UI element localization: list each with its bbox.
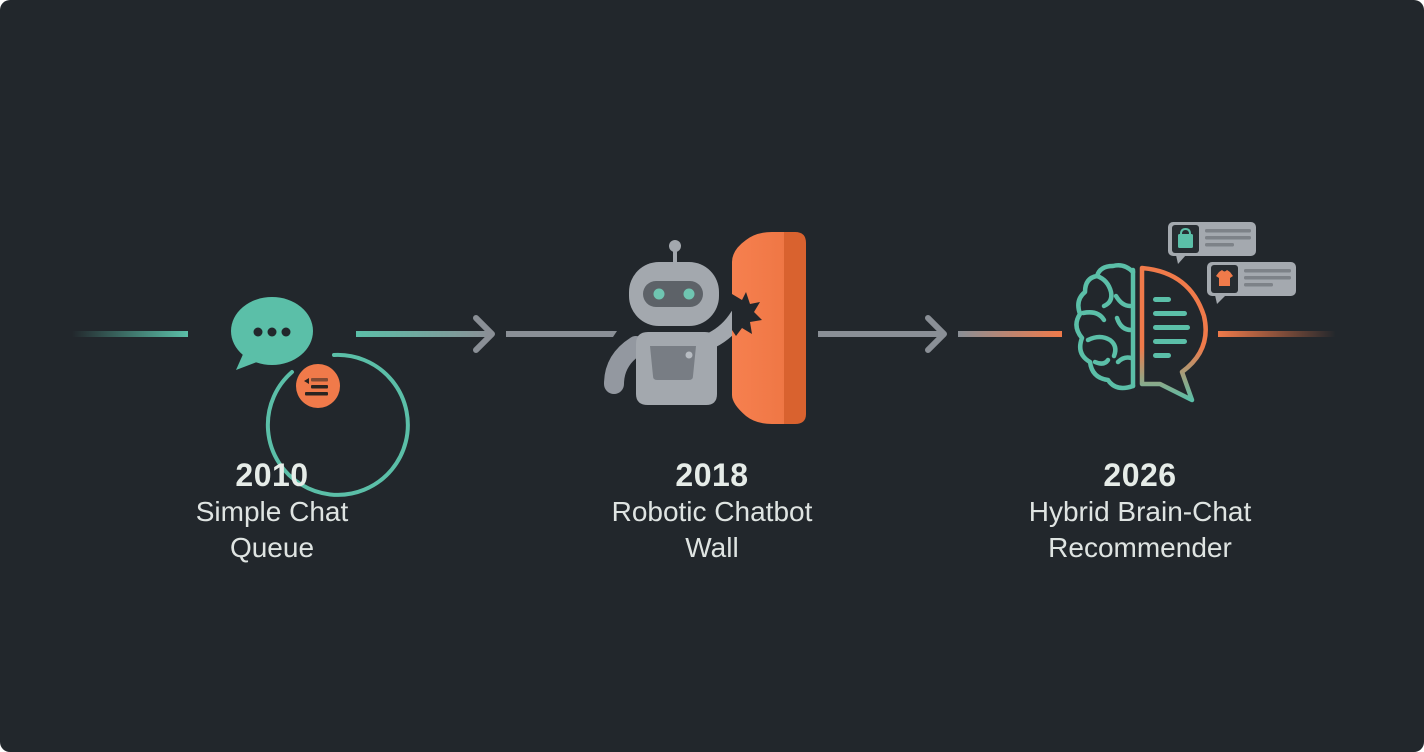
recommendation-card-bag <box>1168 222 1256 264</box>
recommendation-card-shirt <box>1207 262 1296 304</box>
stage-year: 2010 <box>235 457 309 493</box>
robot-wall-icon <box>604 232 806 424</box>
shopping-bag-icon <box>1178 227 1193 248</box>
stage-2026: 2026 Hybrid Brain-Chat Recommender <box>990 456 1290 566</box>
stage-caption-line1: Hybrid Brain-Chat <box>1028 496 1252 527</box>
connector-2018-to-2026 <box>818 315 1062 353</box>
queue-badge-icon <box>296 364 340 408</box>
stage-caption-line2: Queue <box>229 532 315 563</box>
chat-half-bubble-icon <box>1139 265 1208 403</box>
stage-year: 2026 <box>1103 457 1177 493</box>
chevron-right-icon <box>925 315 947 353</box>
brain-chat-recommender-icon <box>1074 263 1208 403</box>
stage-2018: 2018 Robotic Chatbot Wall <box>572 456 852 566</box>
stage-caption-line2: Wall <box>685 532 739 563</box>
stage-caption-line2: Recommender <box>1048 532 1232 563</box>
chat-lines <box>1153 297 1190 358</box>
stage-year: 2018 <box>675 457 749 493</box>
impact-crack-icon <box>732 292 762 336</box>
stage-2010: 2010 Simple Chat Queue <box>152 456 392 566</box>
chevron-right-icon <box>473 315 495 353</box>
connector-2010-to-2018 <box>356 315 617 353</box>
chat-bubble-queue-icon <box>231 297 410 497</box>
stage-caption-line1: Simple Chat <box>195 496 349 527</box>
wall-front <box>732 232 784 424</box>
connector-left-fade <box>72 331 188 337</box>
stage-caption-line1: Robotic Chatbot <box>611 496 813 527</box>
connector-right-fade <box>1218 331 1336 337</box>
t-shirt-icon <box>1216 270 1233 286</box>
brain-icon <box>1074 263 1136 391</box>
